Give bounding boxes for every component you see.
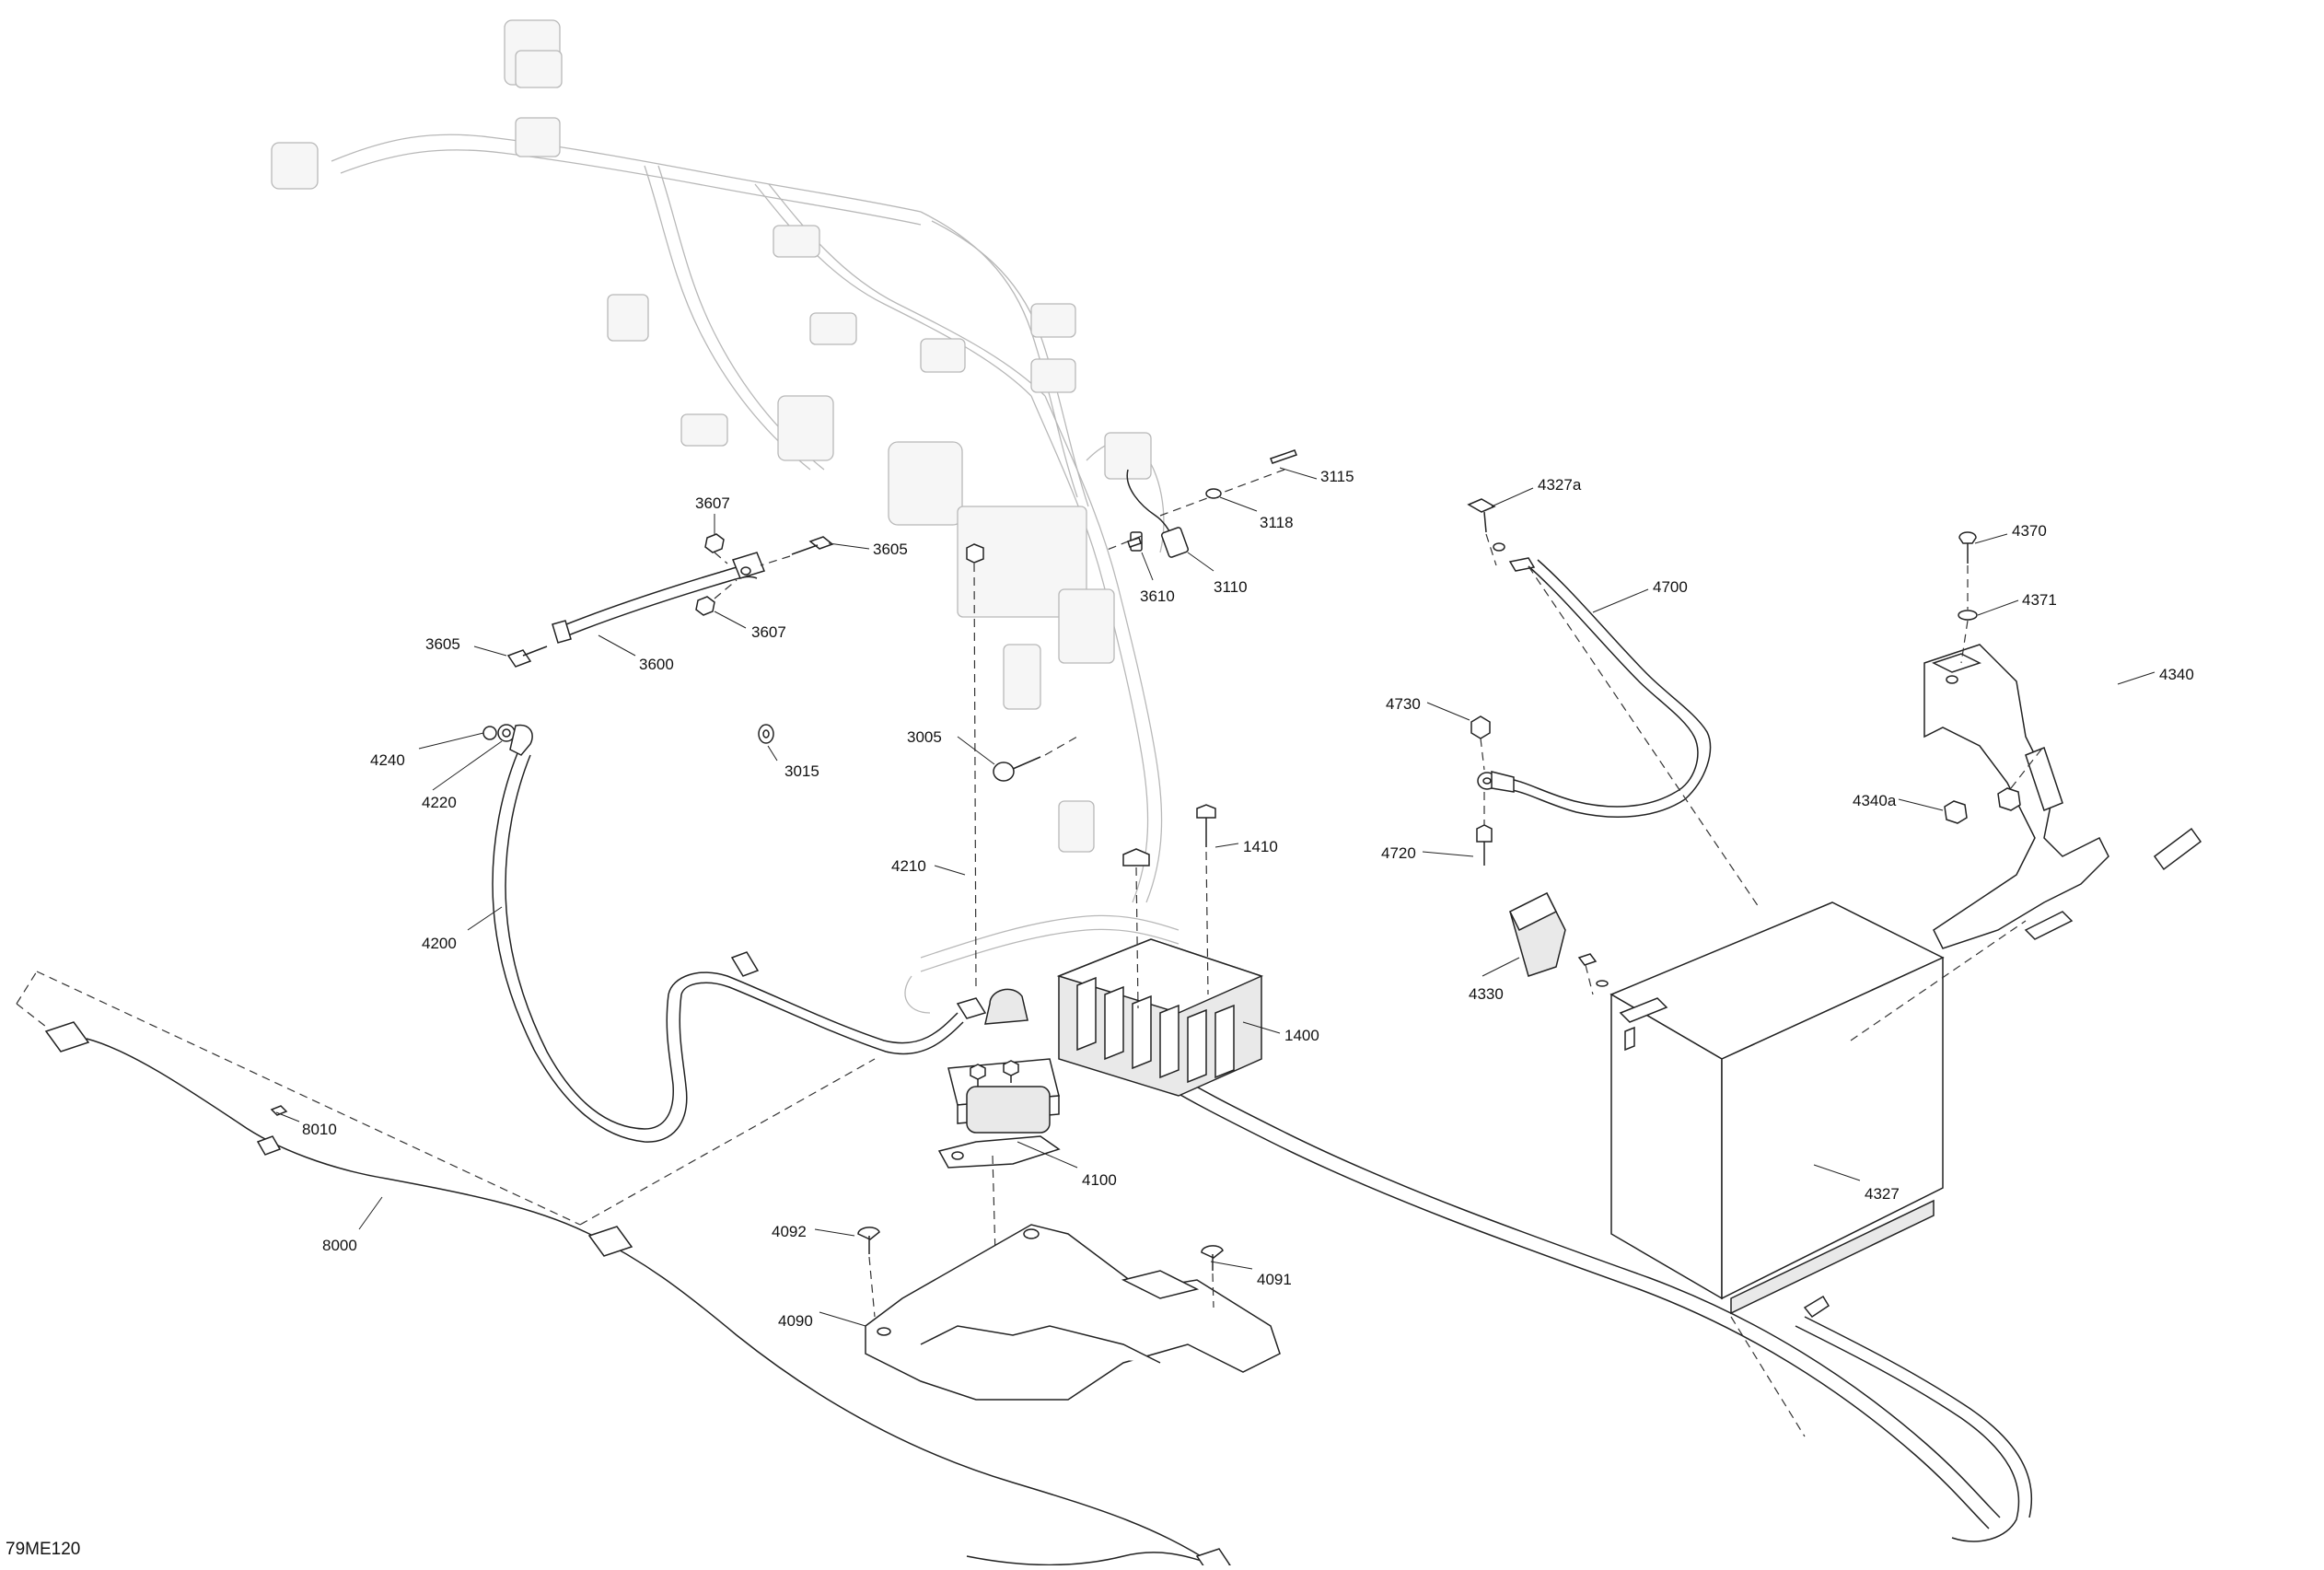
callout-3605-left: 3605 bbox=[425, 635, 460, 653]
callout-4370: 4370 bbox=[2012, 522, 2047, 540]
diagram-code: 79ME120 bbox=[6, 1540, 81, 1559]
voltage-regulator-1400 bbox=[1056, 804, 1264, 1097]
callout-1410: 1410 bbox=[1243, 838, 1278, 855]
callout-4730: 4730 bbox=[1386, 695, 1421, 713]
callout-3607-top: 3607 bbox=[695, 494, 730, 512]
callout-3005: 3005 bbox=[907, 728, 942, 746]
callout-4700: 4700 bbox=[1653, 578, 1688, 596]
callout-leaders bbox=[275, 467, 2156, 1327]
sensor-cable-8000 bbox=[16, 971, 1232, 1570]
callout-3110: 3110 bbox=[1214, 578, 1248, 596]
callout-4091: 4091 bbox=[1257, 1271, 1292, 1288]
callout-4220: 4220 bbox=[422, 794, 457, 811]
main-harness-ghost bbox=[271, 19, 1179, 1014]
callout-3115: 3115 bbox=[1320, 468, 1354, 485]
callout-4092: 4092 bbox=[772, 1223, 807, 1240]
battery-cable-4200 bbox=[482, 724, 987, 1143]
callout-4340a: 4340a bbox=[1853, 792, 1897, 809]
callout-3015: 3015 bbox=[784, 762, 819, 780]
callout-3118: 3118 bbox=[1260, 514, 1294, 531]
callout-labels: 3115 3118 3110 3610 3607 3605 3607 3605 … bbox=[302, 468, 2194, 1330]
starter-solenoid-4100 bbox=[937, 543, 1061, 1290]
callout-4100: 4100 bbox=[1082, 1171, 1117, 1189]
battery-cable-4700 bbox=[1467, 498, 1760, 908]
callout-4200: 4200 bbox=[422, 935, 457, 952]
battery-bracket-4340 bbox=[1923, 531, 2202, 949]
ground-strap-3600 bbox=[506, 533, 834, 668]
battery-harness-lower bbox=[1058, 984, 2033, 1542]
callout-4240: 4240 bbox=[370, 751, 405, 769]
callout-3600: 3600 bbox=[639, 656, 674, 673]
terminal-cover-4330 bbox=[1508, 891, 1609, 995]
speed-sensor-assembly bbox=[1104, 449, 1297, 558]
callout-4340: 4340 bbox=[2159, 666, 2194, 683]
callout-4330: 4330 bbox=[1469, 985, 1504, 1003]
callout-3605-top: 3605 bbox=[873, 541, 908, 558]
hardware-3015-3005 bbox=[758, 724, 1078, 782]
battery-4327 bbox=[1609, 901, 2027, 1437]
callout-8000: 8000 bbox=[322, 1237, 357, 1254]
callout-8010: 8010 bbox=[302, 1121, 337, 1138]
callout-4371: 4371 bbox=[2022, 591, 2057, 609]
callout-4720: 4720 bbox=[1381, 844, 1416, 862]
callout-3610: 3610 bbox=[1140, 587, 1175, 605]
callout-4210: 4210 bbox=[891, 857, 926, 875]
callout-3607-lower: 3607 bbox=[751, 623, 786, 641]
callout-1400: 1400 bbox=[1284, 1027, 1319, 1044]
callout-4327: 4327 bbox=[1865, 1185, 1900, 1203]
callout-4327a: 4327a bbox=[1538, 476, 1582, 494]
callout-4090: 4090 bbox=[778, 1312, 813, 1330]
mounting-plate-4090 bbox=[857, 1224, 1281, 1401]
